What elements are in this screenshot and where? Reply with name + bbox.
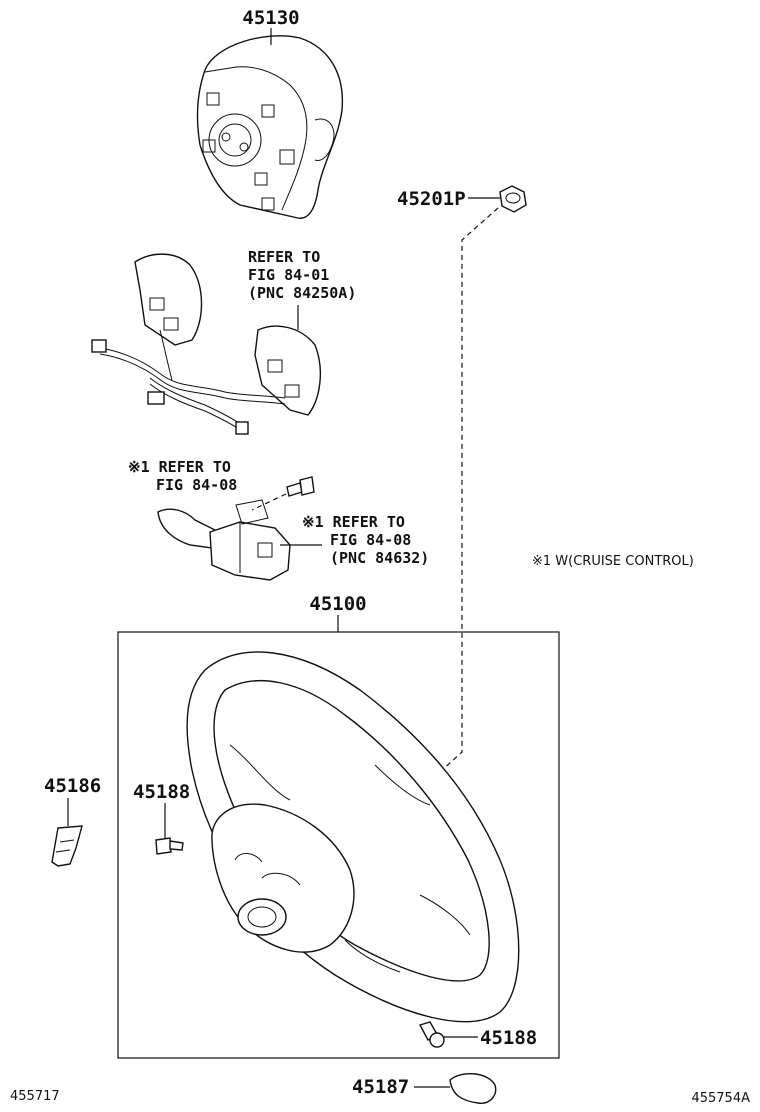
- part-number-45188-left: 45188: [133, 781, 190, 803]
- horn-switch-assembly: [91, 253, 321, 435]
- dashed-screw-line: [251, 493, 287, 511]
- steering-wheel-45100: [186, 651, 520, 1023]
- part-number-45188-right: 45188: [480, 1027, 537, 1049]
- refer-text-84-08-b-line1: ※1 REFER TO: [302, 513, 405, 531]
- part-number-45201p: 45201P: [397, 188, 466, 210]
- refer-text-84-08-a-line1: ※1 REFER TO: [128, 458, 231, 476]
- part-number-45187: 45187: [352, 1076, 409, 1098]
- part-number-45100: 45100: [309, 593, 366, 615]
- refer-text-84-01-line3: (PNC 84250A): [248, 284, 356, 302]
- nut-45201p: [499, 185, 527, 213]
- part-number-45130: 45130: [242, 7, 299, 29]
- illustration-code-left: 455717: [10, 1089, 60, 1104]
- refer-text-84-08-b-line2: FIG 84-08: [330, 531, 411, 549]
- airbag-pad-45130: [196, 35, 344, 219]
- cruise-control-switch: [157, 499, 291, 581]
- refer-text-84-08-b-line3: (PNC 84632): [330, 549, 429, 567]
- refer-text-84-01-line1: REFER TO: [248, 248, 320, 266]
- assembly-box-45100: [117, 631, 560, 1059]
- refer-text-84-08-a-line2: FIG 84-08: [156, 476, 237, 494]
- illustration-code-right: 455754A: [691, 1091, 750, 1106]
- cruise-control-note: ※1 W(CRUISE CONTROL): [532, 554, 694, 569]
- refer-text-84-01-line2: FIG 84-01: [248, 266, 329, 284]
- screw-cruise-switch: [286, 476, 315, 497]
- part-number-45186: 45186: [44, 775, 101, 797]
- screw-45188-right: [418, 1021, 445, 1048]
- cap-45187: [449, 1073, 497, 1104]
- clip-45186: [51, 825, 83, 867]
- screw-45188-left: [155, 837, 184, 855]
